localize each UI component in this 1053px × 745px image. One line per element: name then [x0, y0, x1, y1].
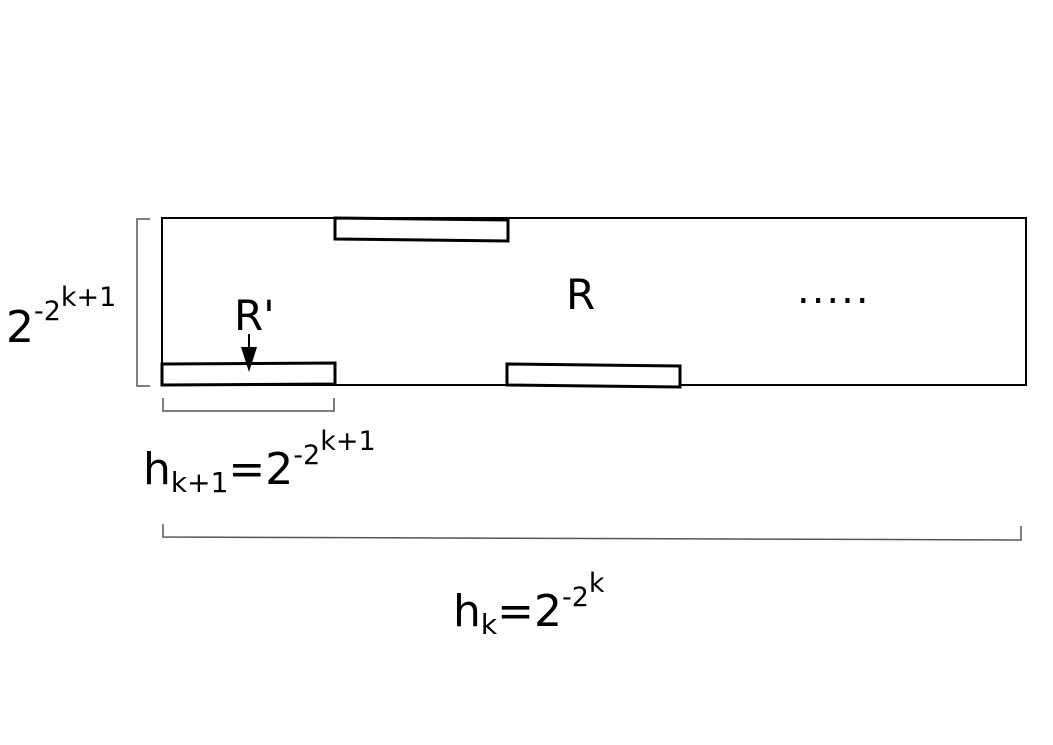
small-rectangle-bottom-middle [505, 362, 682, 389]
hk-label-h: h [453, 586, 481, 637]
hk-bracket [162, 524, 1022, 541]
small-rectangle-top [333, 216, 510, 243]
small-rectangle-r-prime [160, 361, 337, 387]
hk1-label-h: h [143, 444, 171, 495]
label-r: R [566, 270, 595, 319]
hk-label: hk=2-2k [453, 568, 605, 641]
hk1-label-sub: k+1 [171, 466, 229, 499]
hk-label-exp-prefix: -2 [562, 582, 589, 613]
ellipsis: ..... [797, 267, 871, 313]
height-label-exp-prefix: -2 [34, 296, 61, 327]
hk1-bracket [162, 398, 335, 412]
height-bracket [136, 218, 150, 387]
hk-label-sub: k [481, 608, 498, 641]
hk1-label-exp: k+1 [320, 426, 375, 457]
arrow-head [241, 347, 257, 372]
label-r-prime: R' [234, 291, 275, 340]
height-label-base: 2 [6, 302, 34, 353]
hk1-label-eq: =2 [228, 444, 293, 495]
hk1-label: hk+1=2-2k+1 [143, 426, 376, 499]
height-label-exp: k+1 [61, 282, 116, 313]
hk-label-eq: =2 [497, 586, 562, 637]
height-label: 2-2k+1 [6, 282, 116, 353]
hk1-label-exp-prefix: -2 [293, 440, 320, 471]
hk-label-exp: k [589, 568, 605, 599]
